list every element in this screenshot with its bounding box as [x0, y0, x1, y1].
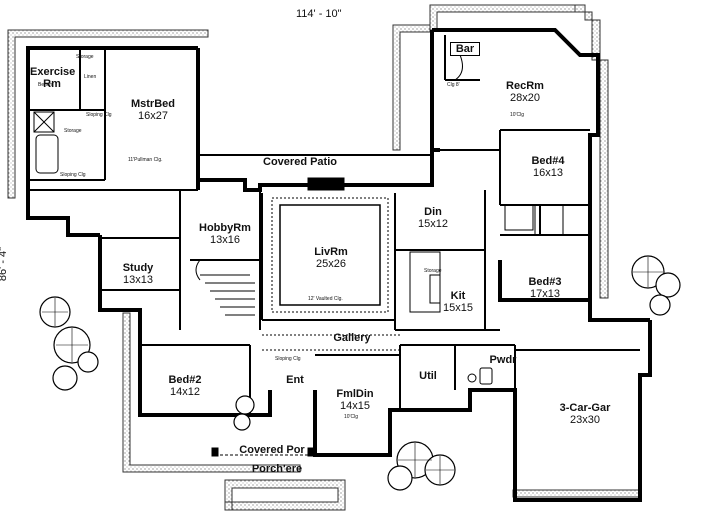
room-size: 25x26 — [316, 258, 346, 271]
room-name: Pwdr — [489, 354, 517, 366]
room-utility: Util — [410, 370, 446, 382]
sloping-ceiling-note: Sloping Clg — [60, 172, 86, 178]
ceiling-note: 12' Vaulted Clg. — [308, 296, 343, 302]
sloping-ceiling-note: Sloping Clg — [86, 112, 112, 118]
room-name: Bed#3 — [528, 276, 562, 288]
room-bed4: Bed#4 16x13 — [518, 155, 578, 179]
room-name: FmlDin — [336, 388, 374, 400]
room-study: Study 13x13 — [108, 262, 168, 286]
room-name: Bed#4 — [531, 155, 565, 167]
room-size: 14x15 — [340, 400, 370, 413]
room-family-dining: FmlDin 14x15 — [328, 388, 382, 412]
room-garage: 3-Car-Gar 23x30 — [545, 402, 625, 426]
room-size: 15x12 — [418, 218, 448, 231]
room-size: 13x13 — [123, 274, 153, 287]
room-name: HobbyRm — [199, 222, 251, 234]
room-size: 13x16 — [210, 234, 240, 247]
room-name: RecRm — [506, 80, 544, 92]
ceiling-note: 10'Clg — [510, 112, 525, 118]
room-size: 23x30 — [570, 414, 600, 427]
linen-note: Linen — [84, 74, 97, 80]
room-bed3: Bed#3 17x13 — [515, 276, 575, 300]
room-powder: Pwdr — [488, 354, 518, 366]
room-hobby: HobbyRm 13x16 — [190, 222, 260, 246]
sloping-ceiling-note: Sloping Clg — [275, 356, 301, 362]
room-dining: Din 15x12 — [408, 206, 458, 230]
room-porte-cochere: Porch'ere — [242, 463, 312, 475]
room-size: 28x20 — [510, 92, 540, 105]
ceiling-note: 10'Clg — [344, 414, 359, 420]
room-gallery: Gallery — [322, 332, 382, 344]
room-exercise: Exercise Rm — [30, 66, 76, 91]
storage-note: Storage — [424, 268, 442, 274]
room-size: 15x15 — [443, 302, 473, 315]
room-name: LivRm — [314, 246, 348, 258]
room-name: Kit — [450, 290, 466, 302]
interior-walls — [30, 35, 640, 415]
storage-note: Storage — [64, 128, 82, 134]
room-living: LivRm 25x26 — [296, 246, 366, 270]
room-bed2: Bed#2 14x12 — [155, 374, 215, 398]
room-entry: Ent — [280, 374, 310, 386]
room-name: Study — [122, 262, 154, 274]
room-kitchen: Kit 15x15 — [438, 290, 478, 314]
room-name: Util — [419, 370, 437, 382]
room-bar: Bar — [450, 42, 480, 57]
room-name: Covered Por — [239, 444, 305, 456]
ceiling-note: 11'Pullman Clg. — [128, 157, 163, 163]
room-covered-patio: Covered Patio — [245, 156, 355, 168]
room-name: Din — [424, 206, 442, 218]
room-recreation: RecRm 28x20 — [490, 80, 560, 104]
room-name: Bar — [455, 43, 475, 55]
landscape-borders — [7, 4, 641, 511]
room-name: Bed#2 — [168, 374, 202, 386]
room-name: Porch'ere — [251, 463, 303, 475]
room-covered-porch: Covered Por — [232, 444, 312, 456]
width-dimension: 114' - 10" — [296, 8, 342, 20]
room-name: Ent — [286, 374, 304, 386]
room-size: 14x12 — [170, 386, 200, 399]
fixtures — [33, 44, 564, 457]
storage-note: Storage — [76, 54, 94, 60]
room-name: 3-Car-Gar — [559, 402, 611, 414]
ceiling-note: Clg 8' — [447, 82, 460, 88]
depth-dimension: 86' - 4" — [0, 246, 10, 282]
room-size: 17x13 — [530, 288, 560, 301]
room-name: Covered Patio — [263, 156, 337, 168]
room-name: Exercise Rm — [30, 66, 76, 91]
room-size: 16x13 — [533, 167, 563, 180]
exterior-walls — [26, 28, 652, 502]
room-name: MstrBed — [130, 98, 175, 110]
bench-note: Bench — [38, 82, 53, 88]
shrub-details — [42, 257, 663, 484]
room-name: Gallery — [333, 332, 371, 344]
room-size: 16x27 — [138, 110, 168, 123]
room-master-bed: MstrBed 16x27 — [118, 98, 188, 122]
